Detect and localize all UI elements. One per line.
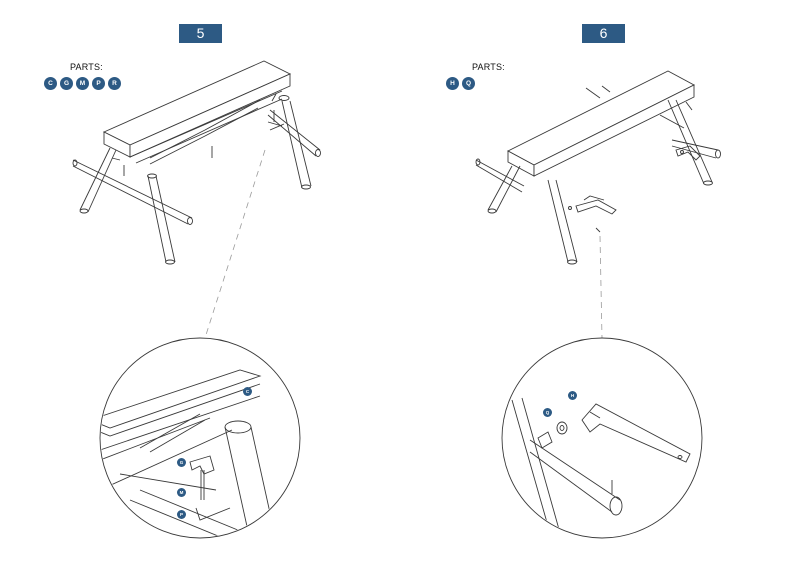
step-5-number-badge: 5 (179, 24, 222, 43)
part-chip: R (108, 77, 121, 90)
callout-q: Q (543, 408, 552, 417)
part-chip: M (76, 77, 89, 90)
part-chip: P (92, 77, 105, 90)
callout-g: G (177, 458, 186, 467)
step-6-number-badge: 6 (582, 24, 625, 43)
step-5-table-drawing (72, 60, 321, 265)
part-chip: C (44, 77, 57, 90)
callout-h: H (568, 391, 577, 400)
part-chip: G (60, 77, 73, 90)
step-6-detail-zoom (501, 337, 703, 539)
step-6-parts-label: PARTS: (472, 62, 505, 72)
step-5-parts-list: C G M P R (44, 77, 121, 90)
callout-m: M (177, 488, 186, 497)
step-6-detail-leader (599, 235, 603, 339)
step-5-parts-label: PARTS: (70, 62, 103, 72)
callout-p: P (177, 510, 186, 519)
step-6-table-drawing (475, 70, 721, 265)
callout-c: C (243, 387, 252, 396)
step-6-parts-list: H Q (446, 77, 475, 90)
step-5-detail-zoom (99, 337, 301, 539)
part-chip: H (446, 77, 459, 90)
step-5-detail-leader (204, 149, 266, 339)
part-chip: Q (462, 77, 475, 90)
